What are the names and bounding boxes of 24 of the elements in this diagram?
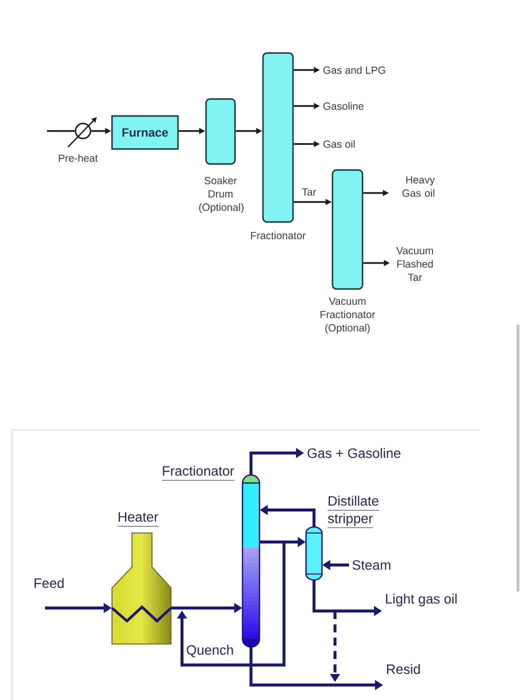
stream-label: Heavy Gas oil [402,176,435,197]
node-label: Pre-heat [58,154,98,162]
line [260,540,284,544]
stream-label: Gas oil [323,140,355,148]
edge-label: Tar [300,187,318,197]
stream-label: Steam [352,560,390,570]
stream-label: Resid [387,664,420,674]
edge-label: Feed [32,576,66,590]
equipment-label: Soaker Drum (Optional) [199,176,244,213]
stream-label: Gas + Gasoline [308,448,400,458]
equipment-label: Vacuum Fractionator (Optional) [320,298,376,334]
stream-label: Vacuum Flashed Tar [396,247,433,281]
equipment-label: Distillate stripper [327,496,380,528]
edge-label: Quench [184,643,236,659]
stream-label: Gas and LPG [323,66,386,74]
stream-label: Gasoline [323,102,364,110]
stream-label: Light gas oil [386,594,457,606]
line [47,130,75,132]
process-box: Furnace [111,115,179,150]
equipment-label: Fractionator [251,232,306,240]
equipment-label: Fractionator [162,466,235,481]
line [312,580,335,612]
arrow [176,542,286,666]
equipment-label: Heater [117,512,159,527]
